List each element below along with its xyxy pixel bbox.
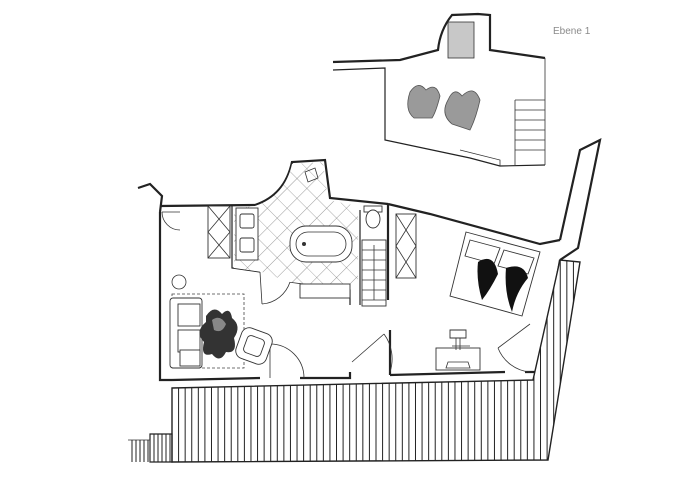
door-living [269, 343, 305, 379]
sofa [169, 297, 203, 369]
upper-inner-wall [332, 67, 546, 167]
bottom-wall-bedroom [389, 370, 506, 377]
entrance-wall [137, 182, 164, 213]
bean-bag-right [444, 90, 481, 131]
partition-bedroom [386, 204, 392, 375]
upper-stair-treads [515, 109, 545, 151]
door-terrace [497, 323, 531, 373]
bottom-wall-left [171, 376, 261, 382]
double-bed [449, 231, 541, 317]
deck-step [149, 433, 173, 463]
cowhide-rug [199, 309, 238, 359]
bedroom-wardrobe [395, 213, 417, 279]
bed-blanket-left [477, 258, 498, 300]
partition-bath-left [231, 206, 261, 273]
bathtub [289, 225, 353, 263]
bed-blanket-right [505, 266, 528, 312]
bath-bench [299, 283, 351, 299]
armchair [235, 327, 273, 365]
upper-outer-wall [332, 12, 546, 64]
level-label: Ebene 1 [553, 26, 591, 37]
main-walls [137, 138, 602, 382]
desk [435, 347, 481, 371]
shower-drain [304, 167, 319, 183]
bedroom-top-wall [387, 202, 561, 246]
bottom-wall-mid [300, 372, 352, 380]
bean-bag-left [407, 85, 441, 119]
right-outer-wall [558, 138, 602, 261]
deck-step-lower [128, 439, 151, 462]
step-planks [131, 434, 171, 462]
upper-rail [459, 149, 501, 166]
desk-chair [449, 329, 470, 350]
door-bath [259, 271, 291, 305]
upper-stair [514, 58, 546, 165]
cowhide-spot [212, 317, 226, 332]
door-entrance [161, 211, 181, 231]
entrance-wardrobe [207, 205, 231, 259]
staircase [361, 239, 387, 307]
chimney-box [447, 21, 475, 59]
floor-lamp [171, 274, 187, 290]
top-wall [159, 158, 389, 208]
door-bedroom [351, 333, 393, 373]
toilet [363, 205, 383, 229]
left-outer-wall [158, 212, 172, 382]
upper-gallery [332, 12, 546, 167]
double-sink [235, 207, 259, 261]
